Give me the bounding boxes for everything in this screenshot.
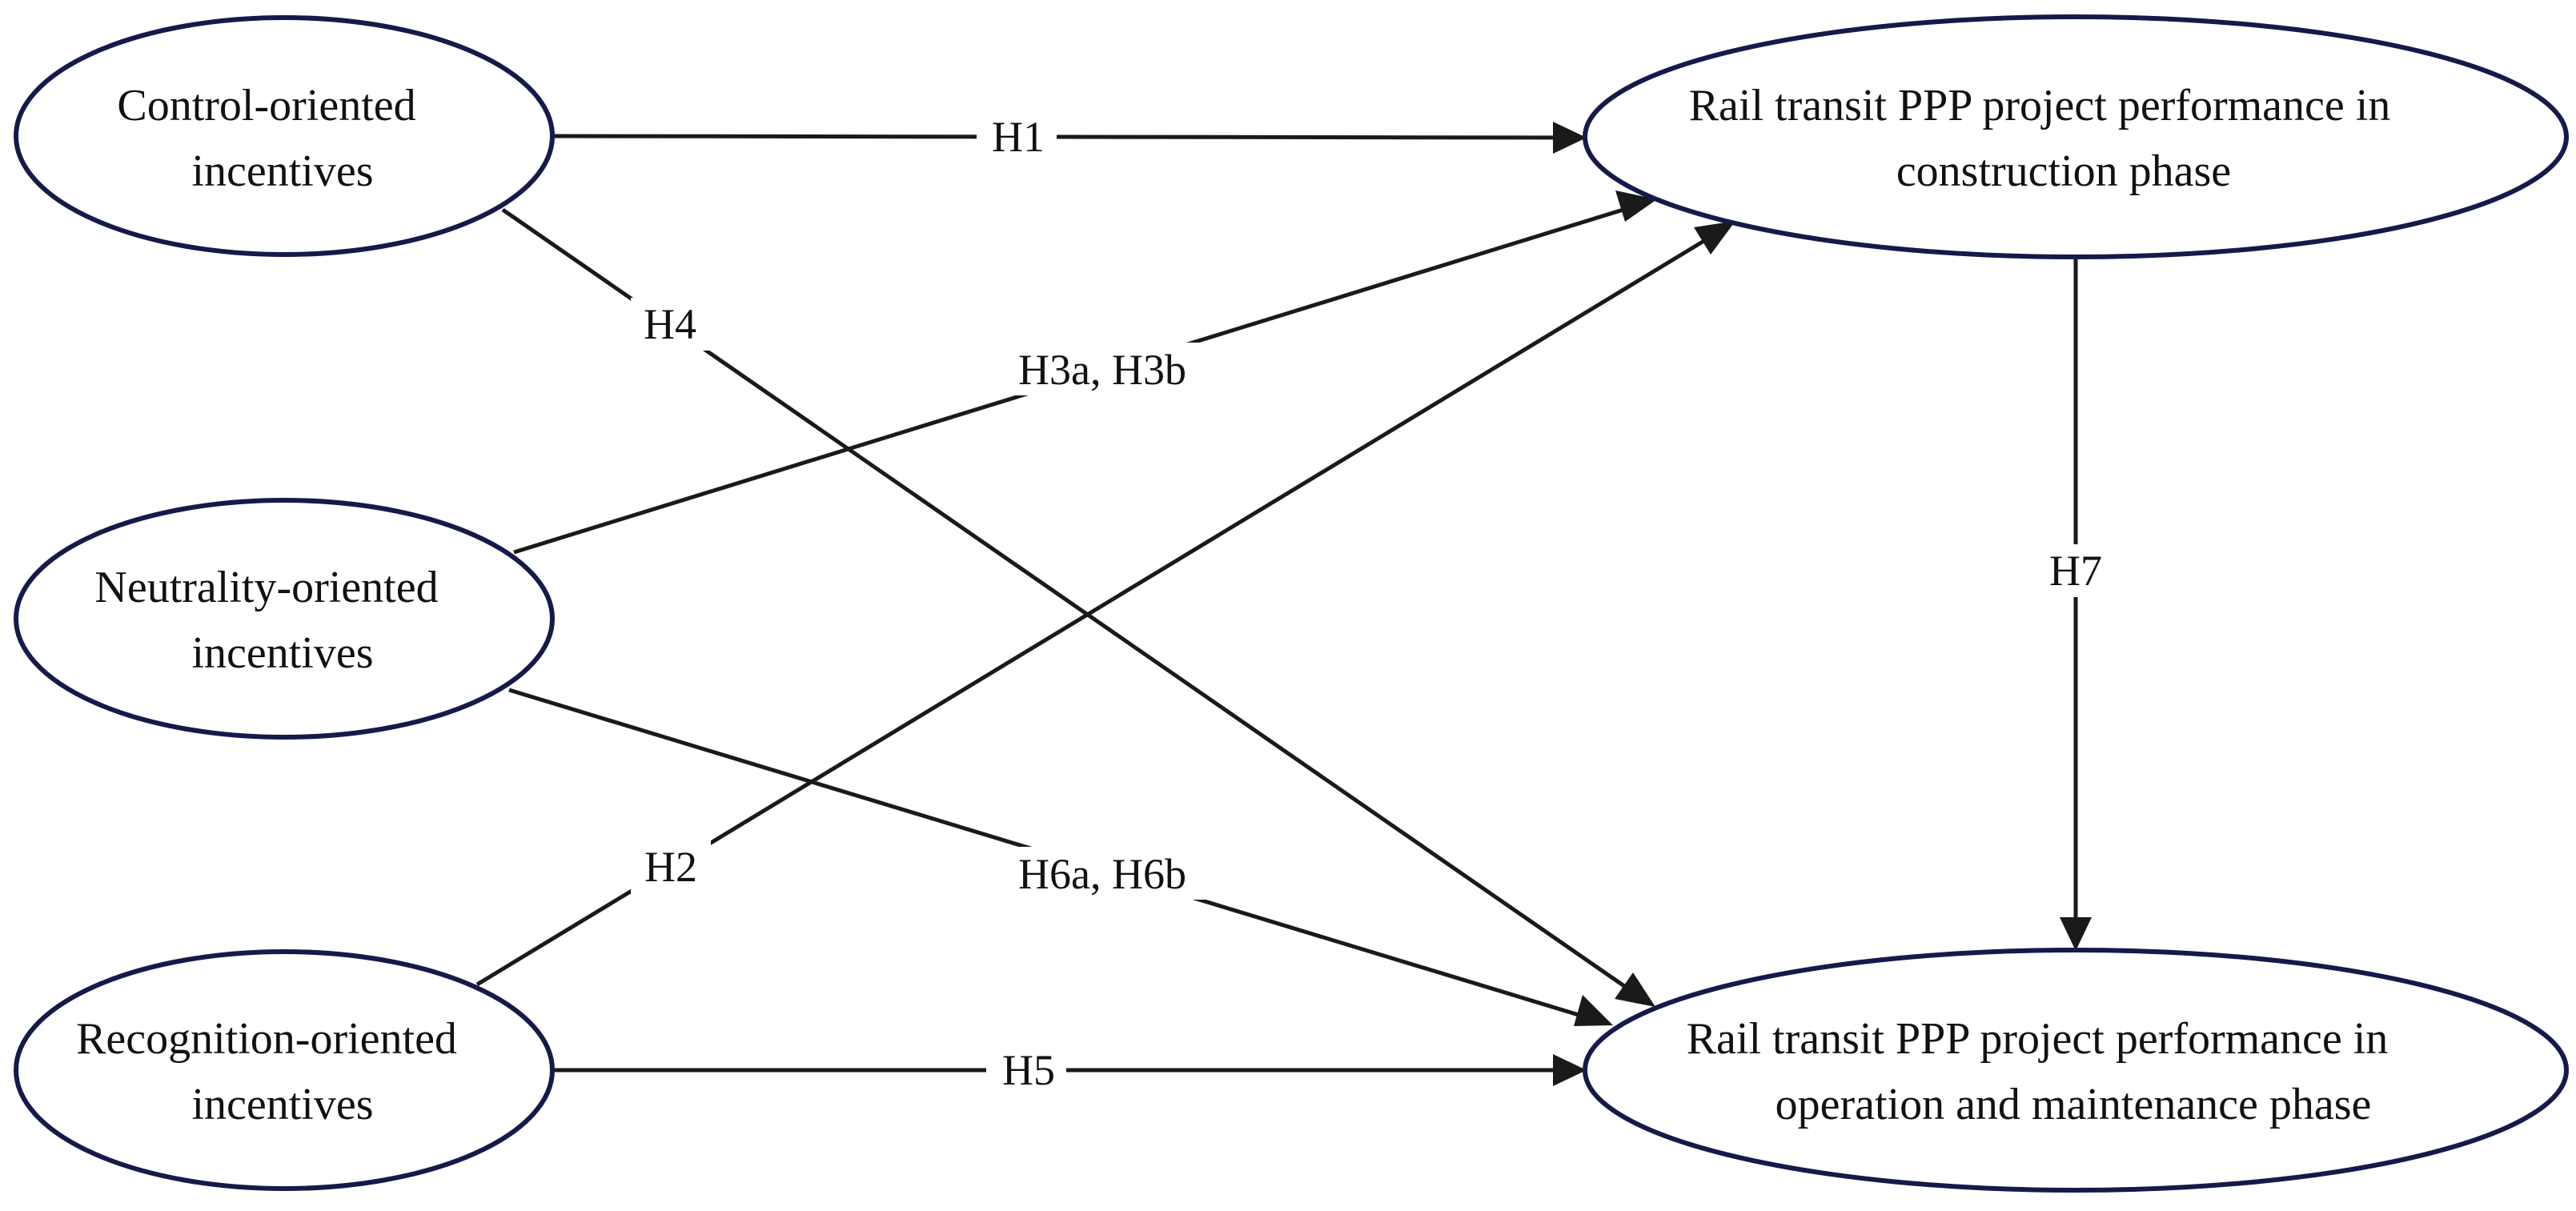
edge-h3-arrowhead: [1615, 190, 1657, 222]
edge-labels: H1 H4 H3a, H3b H7 H2 H6a, H6b H5: [631, 110, 2118, 1097]
node-neutrality-line2: incentives: [191, 628, 373, 678]
node-control-shape: [14, 15, 555, 257]
node-operation-line2: operation and maintenance phase: [1776, 1080, 2372, 1129]
edge-h6-arrowhead: [1574, 995, 1613, 1026]
node-construction-shape: [1583, 14, 2569, 259]
edge-h2-arrowhead: [1694, 221, 1735, 255]
node-neutrality-incentives: Neutrality-oriented incentives: [14, 498, 555, 740]
node-operation-performance: Rail transit PPP project performance in …: [1583, 948, 2569, 1193]
node-construction-line1: Rail transit PPP project performance in: [1689, 81, 2391, 130]
edge-label-h3: H3a, H3b: [1018, 346, 1186, 394]
edge-h7-arrowhead: [2060, 917, 2092, 951]
node-control-line1: Control-oriented: [117, 81, 415, 130]
svg-text:Rail transit PPP project perfo: Rail transit PPP project performance in …: [1687, 1014, 2400, 1129]
edge-label-h4: H4: [644, 300, 696, 348]
edge-label-h7: H7: [2049, 547, 2102, 595]
svg-text:Rail transit PPP project perfo: Rail transit PPP project performance in …: [1689, 81, 2402, 196]
node-control-incentives: Control-oriented incentives: [14, 15, 555, 257]
svg-text:Recognition-oriented inc: Recognition-oriented incentives: [76, 1014, 468, 1129]
edge-h5-arrowhead: [1553, 1054, 1587, 1086]
node-recognition-line2: incentives: [191, 1080, 373, 1129]
edges: [475, 122, 2092, 1086]
node-operation-line1: Rail transit PPP project performance in: [1687, 1014, 2389, 1064]
edge-h1: [553, 134, 1582, 140]
edge-label-h2: H2: [644, 843, 697, 891]
edge-h1-arrowhead: [1553, 122, 1587, 154]
node-neutrality-line1: Neutrality-oriented: [94, 563, 438, 612]
edge-label-h1: H1: [992, 113, 1045, 161]
node-construction-performance: Rail transit PPP project performance in …: [1583, 14, 2569, 259]
node-recognition-shape: [14, 949, 555, 1191]
svg-text:Control-oriented incenti: Control-oriented incentives: [117, 81, 427, 196]
node-operation-shape: [1583, 948, 2569, 1193]
node-neutrality-shape: [14, 498, 555, 740]
node-recognition-line1: Recognition-oriented: [76, 1014, 457, 1064]
svg-text:Neutrality-oriented ince: Neutrality-oriented incentives: [94, 563, 449, 678]
node-recognition-incentives: Recognition-oriented incentives: [14, 949, 555, 1191]
node-construction-line2: construction phase: [1896, 146, 2231, 196]
edge-label-h5: H5: [1002, 1046, 1055, 1094]
node-control-line2: incentives: [191, 146, 373, 196]
edge-h4-arrowhead: [1615, 972, 1655, 1007]
edge-label-h6: H6a, H6b: [1018, 850, 1186, 898]
